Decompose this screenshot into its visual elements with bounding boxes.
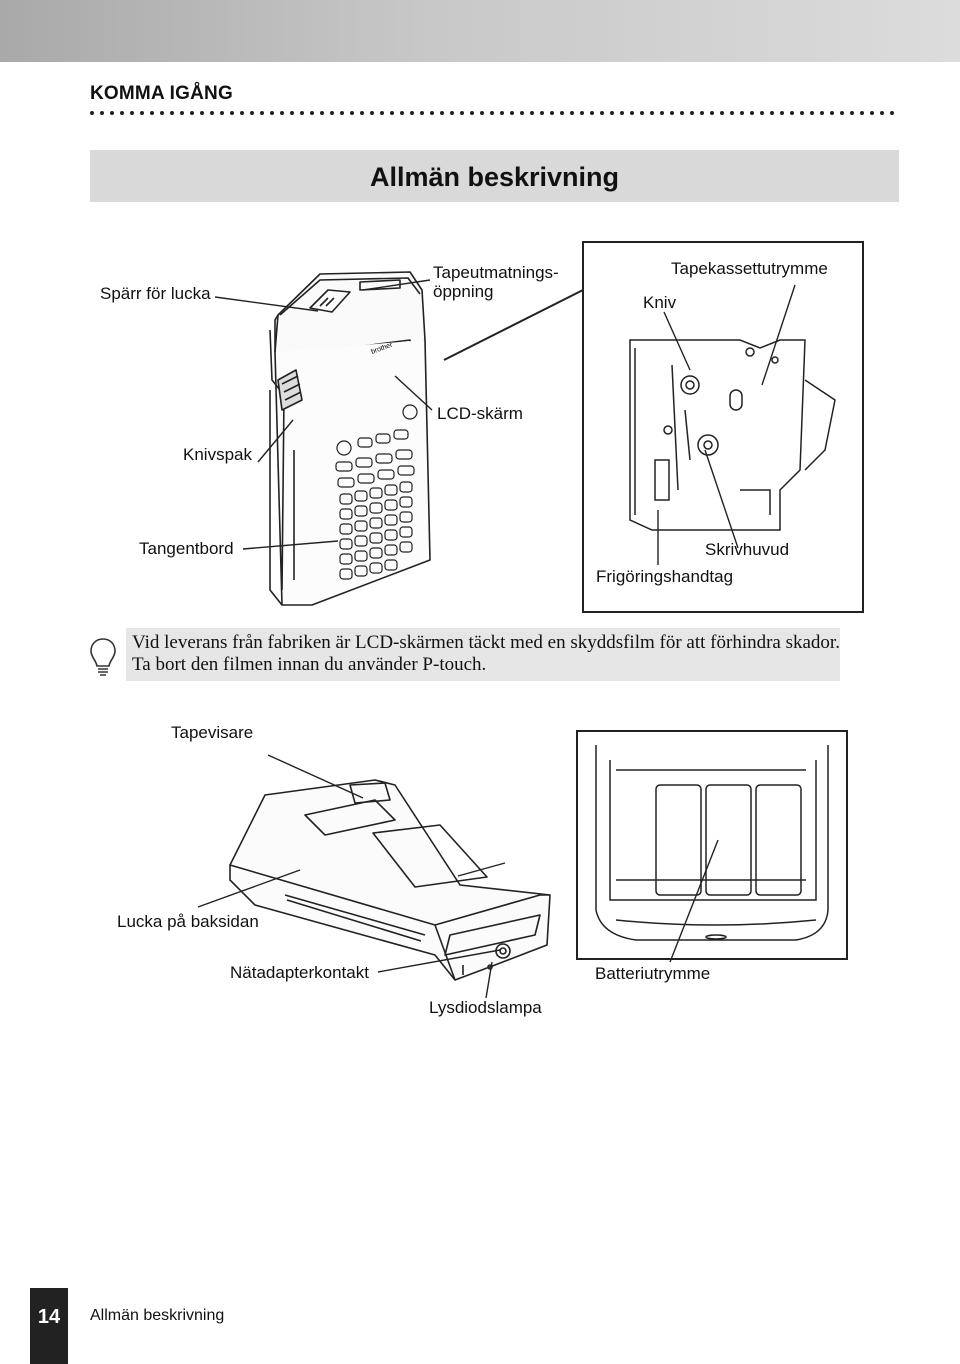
tip-note: Vid leverans från fabriken är LCD-skärme… xyxy=(126,628,840,681)
page-title: Allmän beskrivning xyxy=(369,162,620,192)
page-number: 14 xyxy=(37,1306,61,1328)
page-title-bar: Allmän beskrivning xyxy=(90,150,899,202)
label-tapekassett: Tapekassettutrymme xyxy=(671,259,828,278)
footer-title: Allmän beskrivning xyxy=(90,1307,225,1324)
leader-lines-top xyxy=(214,279,433,550)
label-batteri: Batteriutrymme xyxy=(595,964,711,983)
label-tapevisare: Tapevisare xyxy=(171,723,254,742)
header-band xyxy=(0,0,960,62)
labeller-front-illustration: brother xyxy=(269,271,431,606)
lightbulb-icon xyxy=(90,638,116,676)
tip-note-line-1: Vid leverans från fabriken är LCD-skärme… xyxy=(132,632,840,653)
battery-callout-illustration xyxy=(576,730,848,960)
label-skrivhuvud: Skrivhuvud xyxy=(705,540,790,559)
leader-lines-bottom xyxy=(197,754,719,999)
label-tapeopening-2: öppning xyxy=(433,282,494,301)
labeller-back-illustration xyxy=(229,779,551,981)
cassette-callout-illustration xyxy=(443,241,864,613)
label-frigoring: Frigöringshandtag xyxy=(596,567,734,586)
label-knivspak: Knivspak xyxy=(183,445,252,464)
dotted-rule xyxy=(90,111,900,115)
label-lcd: LCD-skärm xyxy=(437,404,523,423)
label-lysdiod: Lysdiodslampa xyxy=(429,998,542,1017)
label-kniv: Kniv xyxy=(643,293,677,312)
label-tapeopening-1: Tapeutmatnings- xyxy=(433,263,559,282)
page-number-tab: 14 xyxy=(30,1288,68,1364)
tip-note-line-2: Ta bort den filmen innan du använder P-t… xyxy=(132,654,487,675)
label-tangentbord: Tangentbord xyxy=(139,539,234,558)
label-sparr: Spärr för lucka xyxy=(100,284,211,303)
section-heading: KOMMA IGÅNG xyxy=(90,83,233,104)
label-lucka: Lucka på baksidan xyxy=(117,912,259,931)
label-natadapter: Nätadapterkontakt xyxy=(230,963,369,982)
